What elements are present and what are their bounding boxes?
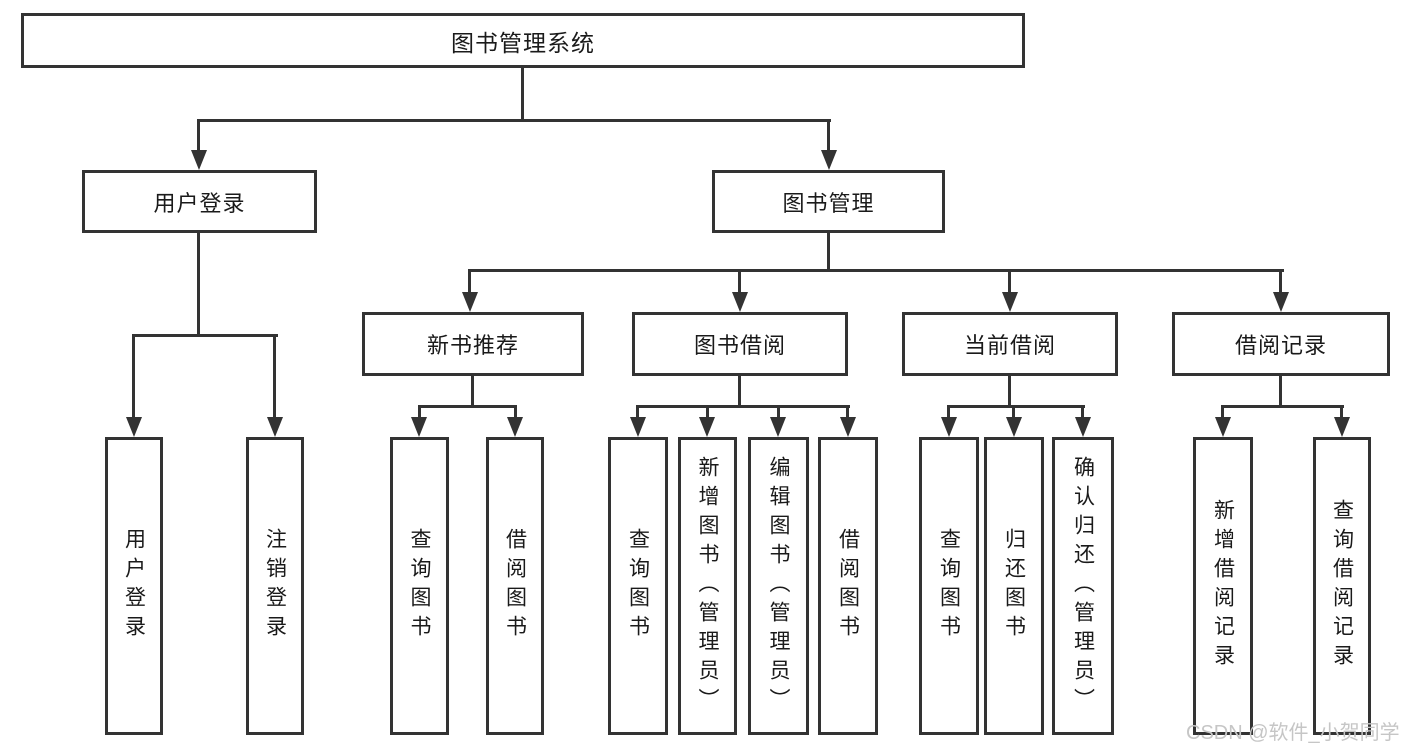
node-label: 查询借阅记录: [1330, 499, 1354, 673]
leaf-add-book-admin: 新增图书（管理员）: [678, 437, 737, 735]
connector-line-vertical: [1340, 405, 1343, 419]
connector-arrowhead: [126, 417, 142, 437]
csdn-watermark: CSDN @软件_小贺同学: [1186, 722, 1400, 744]
node-label: 图书借阅: [693, 333, 786, 358]
node-label: 编辑图书（管理员）: [767, 455, 790, 717]
connector-arrowhead: [462, 292, 478, 312]
node-label: 查询图书: [626, 528, 650, 644]
node-label: 查询图书: [408, 528, 431, 644]
connector-line-horizontal: [132, 334, 278, 337]
leaf-logout: 注销登录: [246, 437, 304, 735]
node-label: 确认归还（管理员）: [1071, 455, 1095, 717]
leaf-add-borrow-record: 新增借阅记录: [1193, 437, 1253, 735]
node-label: 新增借阅记录: [1211, 499, 1235, 673]
connector-arrowhead: [191, 150, 207, 170]
node-book-management: 图书管理: [712, 170, 945, 233]
node-label: 借阅图书: [836, 528, 860, 644]
node-label: 新增图书（管理员）: [696, 455, 719, 717]
node-label: 借阅图书: [503, 528, 527, 644]
connector-line-vertical: [418, 405, 421, 419]
node-current-borrowing: 当前借阅: [902, 312, 1118, 376]
connector-line-vertical: [947, 405, 950, 419]
connector-line-vertical: [738, 374, 741, 408]
connector-line-vertical: [197, 119, 200, 152]
node-label: 用户登录: [122, 528, 146, 644]
connector-line-horizontal: [197, 119, 831, 122]
leaf-query-books-recommend: 查询图书: [390, 437, 449, 735]
connector-arrowhead: [840, 417, 856, 437]
connector-line-vertical: [1012, 405, 1015, 419]
leaf-user-login: 用户登录: [105, 437, 163, 735]
connector-line-vertical: [514, 405, 517, 419]
connector-line-vertical: [1008, 269, 1011, 294]
node-book-borrowing: 图书借阅: [632, 312, 848, 376]
connector-arrowhead: [699, 417, 715, 437]
connector-line-vertical: [827, 119, 830, 152]
node-label: 当前借阅: [963, 333, 1056, 358]
connector-line-vertical: [1081, 405, 1084, 419]
connector-arrowhead: [770, 417, 786, 437]
leaf-borrow-books: 借阅图书: [818, 437, 878, 735]
connector-line-vertical: [636, 405, 639, 419]
connector-arrowhead: [821, 150, 837, 170]
node-library-management-system: 图书管理系统: [21, 13, 1025, 68]
connector-arrowhead: [1334, 417, 1350, 437]
connector-arrowhead: [1215, 417, 1231, 437]
node-label: 新书推荐: [426, 333, 519, 358]
node-label: 用户登录: [153, 190, 246, 216]
node-user-login: 用户登录: [82, 170, 317, 233]
connector-line-vertical: [738, 269, 741, 294]
connector-line-horizontal: [1221, 405, 1344, 408]
connector-line-vertical: [471, 374, 474, 408]
leaf-borrow-books-recommend: 借阅图书: [486, 437, 544, 735]
connector-line-horizontal: [947, 405, 1085, 408]
node-label: 图书管理系统: [451, 29, 595, 56]
connector-line-vertical: [827, 231, 830, 272]
connector-arrowhead: [507, 417, 523, 437]
node-label: 归还图书: [1002, 528, 1026, 644]
leaf-query-borrow-record: 查询借阅记录: [1313, 437, 1371, 735]
leaf-edit-book-admin: 编辑图书（管理员）: [748, 437, 809, 735]
connector-arrowhead: [630, 417, 646, 437]
connector-line-horizontal: [418, 405, 517, 408]
connector-line-vertical: [1279, 269, 1282, 294]
connector-arrowhead: [1006, 417, 1022, 437]
connector-line-vertical: [706, 405, 709, 419]
leaf-query-books-borrowing: 查询图书: [608, 437, 668, 735]
node-label: 图书管理: [782, 190, 875, 216]
connector-line-vertical: [1279, 374, 1282, 408]
connector-line-vertical: [468, 269, 471, 294]
node-borrowing-records: 借阅记录: [1172, 312, 1390, 376]
connector-line-vertical: [1008, 374, 1011, 408]
connector-line-vertical: [846, 405, 849, 419]
connector-line-vertical: [273, 334, 276, 419]
connector-line-horizontal: [468, 269, 1284, 272]
connector-line-vertical: [1221, 405, 1224, 419]
leaf-confirm-return-admin: 确认归还（管理员）: [1052, 437, 1114, 735]
connector-line-horizontal: [636, 405, 850, 408]
node-label: 查询图书: [937, 528, 961, 644]
leaf-query-books-current: 查询图书: [919, 437, 979, 735]
connector-arrowhead: [1002, 292, 1018, 312]
connector-line-vertical: [132, 334, 135, 419]
connector-arrowhead: [411, 417, 427, 437]
leaf-return-book: 归还图书: [984, 437, 1044, 735]
connector-arrowhead: [941, 417, 957, 437]
connector-line-vertical: [521, 66, 524, 122]
connector-arrowhead: [267, 417, 283, 437]
node-label: 借阅记录: [1234, 333, 1327, 358]
connector-arrowhead: [1075, 417, 1091, 437]
node-new-book-recommendation: 新书推荐: [362, 312, 584, 376]
connector-arrowhead: [732, 292, 748, 312]
connector-line-vertical: [197, 230, 200, 337]
connector-arrowhead: [1273, 292, 1289, 312]
node-label: 注销登录: [263, 528, 287, 644]
connector-line-vertical: [777, 405, 780, 419]
